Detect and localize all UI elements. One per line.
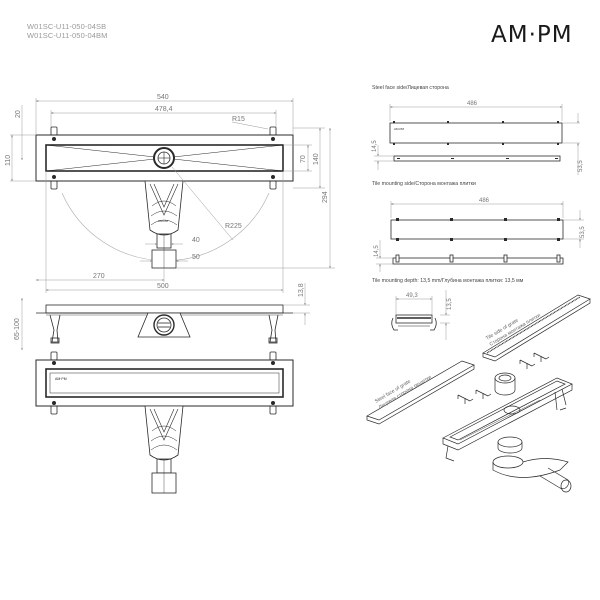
section-dimensions xyxy=(395,290,450,340)
dim-70: 70 xyxy=(300,155,307,163)
dim-53-5-tile: 53,5 xyxy=(580,226,586,238)
dim-13-5: 13,5 xyxy=(447,298,453,310)
dim-294: 294 xyxy=(322,191,329,203)
dim-270: 270 xyxy=(93,273,105,280)
channel-outline xyxy=(45,144,284,172)
grate-steel-face: AM·PM xyxy=(389,121,563,162)
plan-dimensions xyxy=(10,98,335,293)
elevation-dimensions xyxy=(21,283,310,351)
dim-20: 20 xyxy=(15,110,22,118)
exploded-strainer xyxy=(494,372,516,396)
dim-50: 50 xyxy=(192,254,200,261)
steel-face-dimensions xyxy=(374,104,580,175)
plan-dimension-labels: 540 478,4 R15 20 110 70 140 294 R225 40 … xyxy=(5,94,329,290)
dim-49-3: 49,3 xyxy=(406,293,418,299)
dim-53-5-steel: 53,5 xyxy=(578,160,584,172)
dim-40: 40 xyxy=(192,237,200,244)
dim-110: 110 xyxy=(5,155,12,166)
dim-r15: R15 xyxy=(232,116,245,123)
exploded-view xyxy=(366,294,591,493)
dim-14-5-steel: 14,5 xyxy=(372,140,378,152)
svg-text:AM·PM: AM·PM xyxy=(158,219,169,223)
svg-text:AM·PM: AM·PM xyxy=(55,377,67,381)
dim-13-8: 13,8 xyxy=(298,283,305,297)
exploded-channel xyxy=(442,377,573,462)
exploded-steel-grate xyxy=(366,360,475,425)
dim-65-100: 65-100 xyxy=(14,318,21,340)
mounting-feet xyxy=(50,126,277,190)
exploded-screws xyxy=(457,352,550,404)
caption-tile-mounting-side: Tile mounting side/Сторона монтажа плитк… xyxy=(372,181,476,187)
grate-cross-section xyxy=(391,314,437,331)
exploded-tile-grate xyxy=(482,294,591,362)
dim-486-steel: 486 xyxy=(467,101,478,107)
tile-side-dimensions xyxy=(376,201,584,272)
exploded-siphon xyxy=(492,436,572,493)
dim-r225: R225 xyxy=(225,223,242,230)
dim-478-4: 478,4 xyxy=(155,106,173,113)
siphon-body: AM·PM xyxy=(144,180,184,269)
caption-tile-mounting-depth: Tile mounting depth: 13,5 mm/Глубина мон… xyxy=(372,278,524,284)
dim-14-5-tile: 14,5 xyxy=(374,245,380,257)
grate-tile-side xyxy=(390,218,564,265)
product-codes: W01SC-U11-050-04SB W01SC-U11-050-04BM xyxy=(27,22,107,40)
elevation-view xyxy=(36,304,293,344)
dim-540: 540 xyxy=(157,94,169,101)
product-code-bm: W01SC-U11-050-04BM xyxy=(27,31,108,40)
plan-view-with-grate: AM·PM xyxy=(35,351,294,494)
plan-view: AM·PM xyxy=(35,126,294,269)
dim-486-tile: 486 xyxy=(479,198,490,204)
svg-text:AM·PM: AM·PM xyxy=(394,127,405,131)
caption-steel-face-side: Steel face side/Лицевая сторона xyxy=(372,85,449,91)
brand-logo: AM·PM xyxy=(491,22,573,48)
dim-500: 500 xyxy=(157,283,169,290)
dim-140: 140 xyxy=(313,153,320,165)
product-code-sb: W01SC-U11-050-04SB xyxy=(27,22,107,31)
